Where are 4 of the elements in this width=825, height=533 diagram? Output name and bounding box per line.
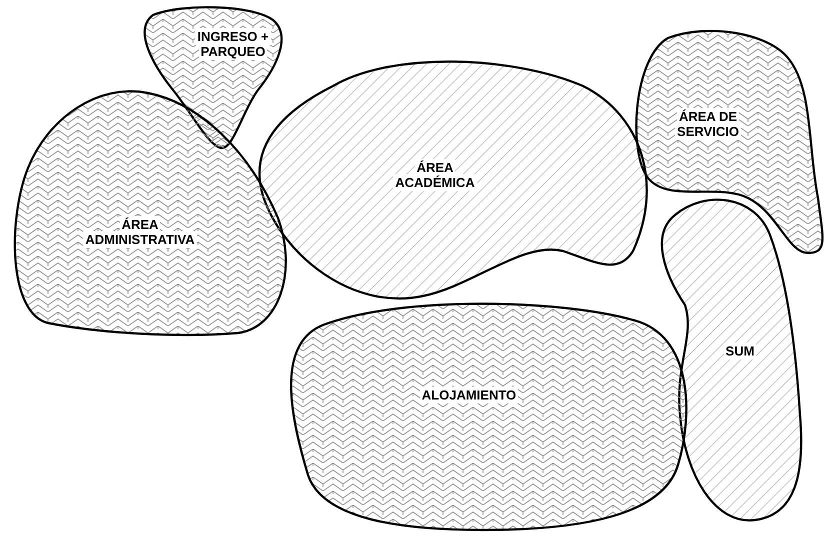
zone-label: ÁREA DE SERVICIO — [674, 110, 742, 140]
zone-label: SUM — [722, 344, 758, 360]
zone-label: INGRESO + PARQUEO — [194, 30, 272, 60]
zone-label: ALOJAMIENTO — [418, 388, 520, 404]
